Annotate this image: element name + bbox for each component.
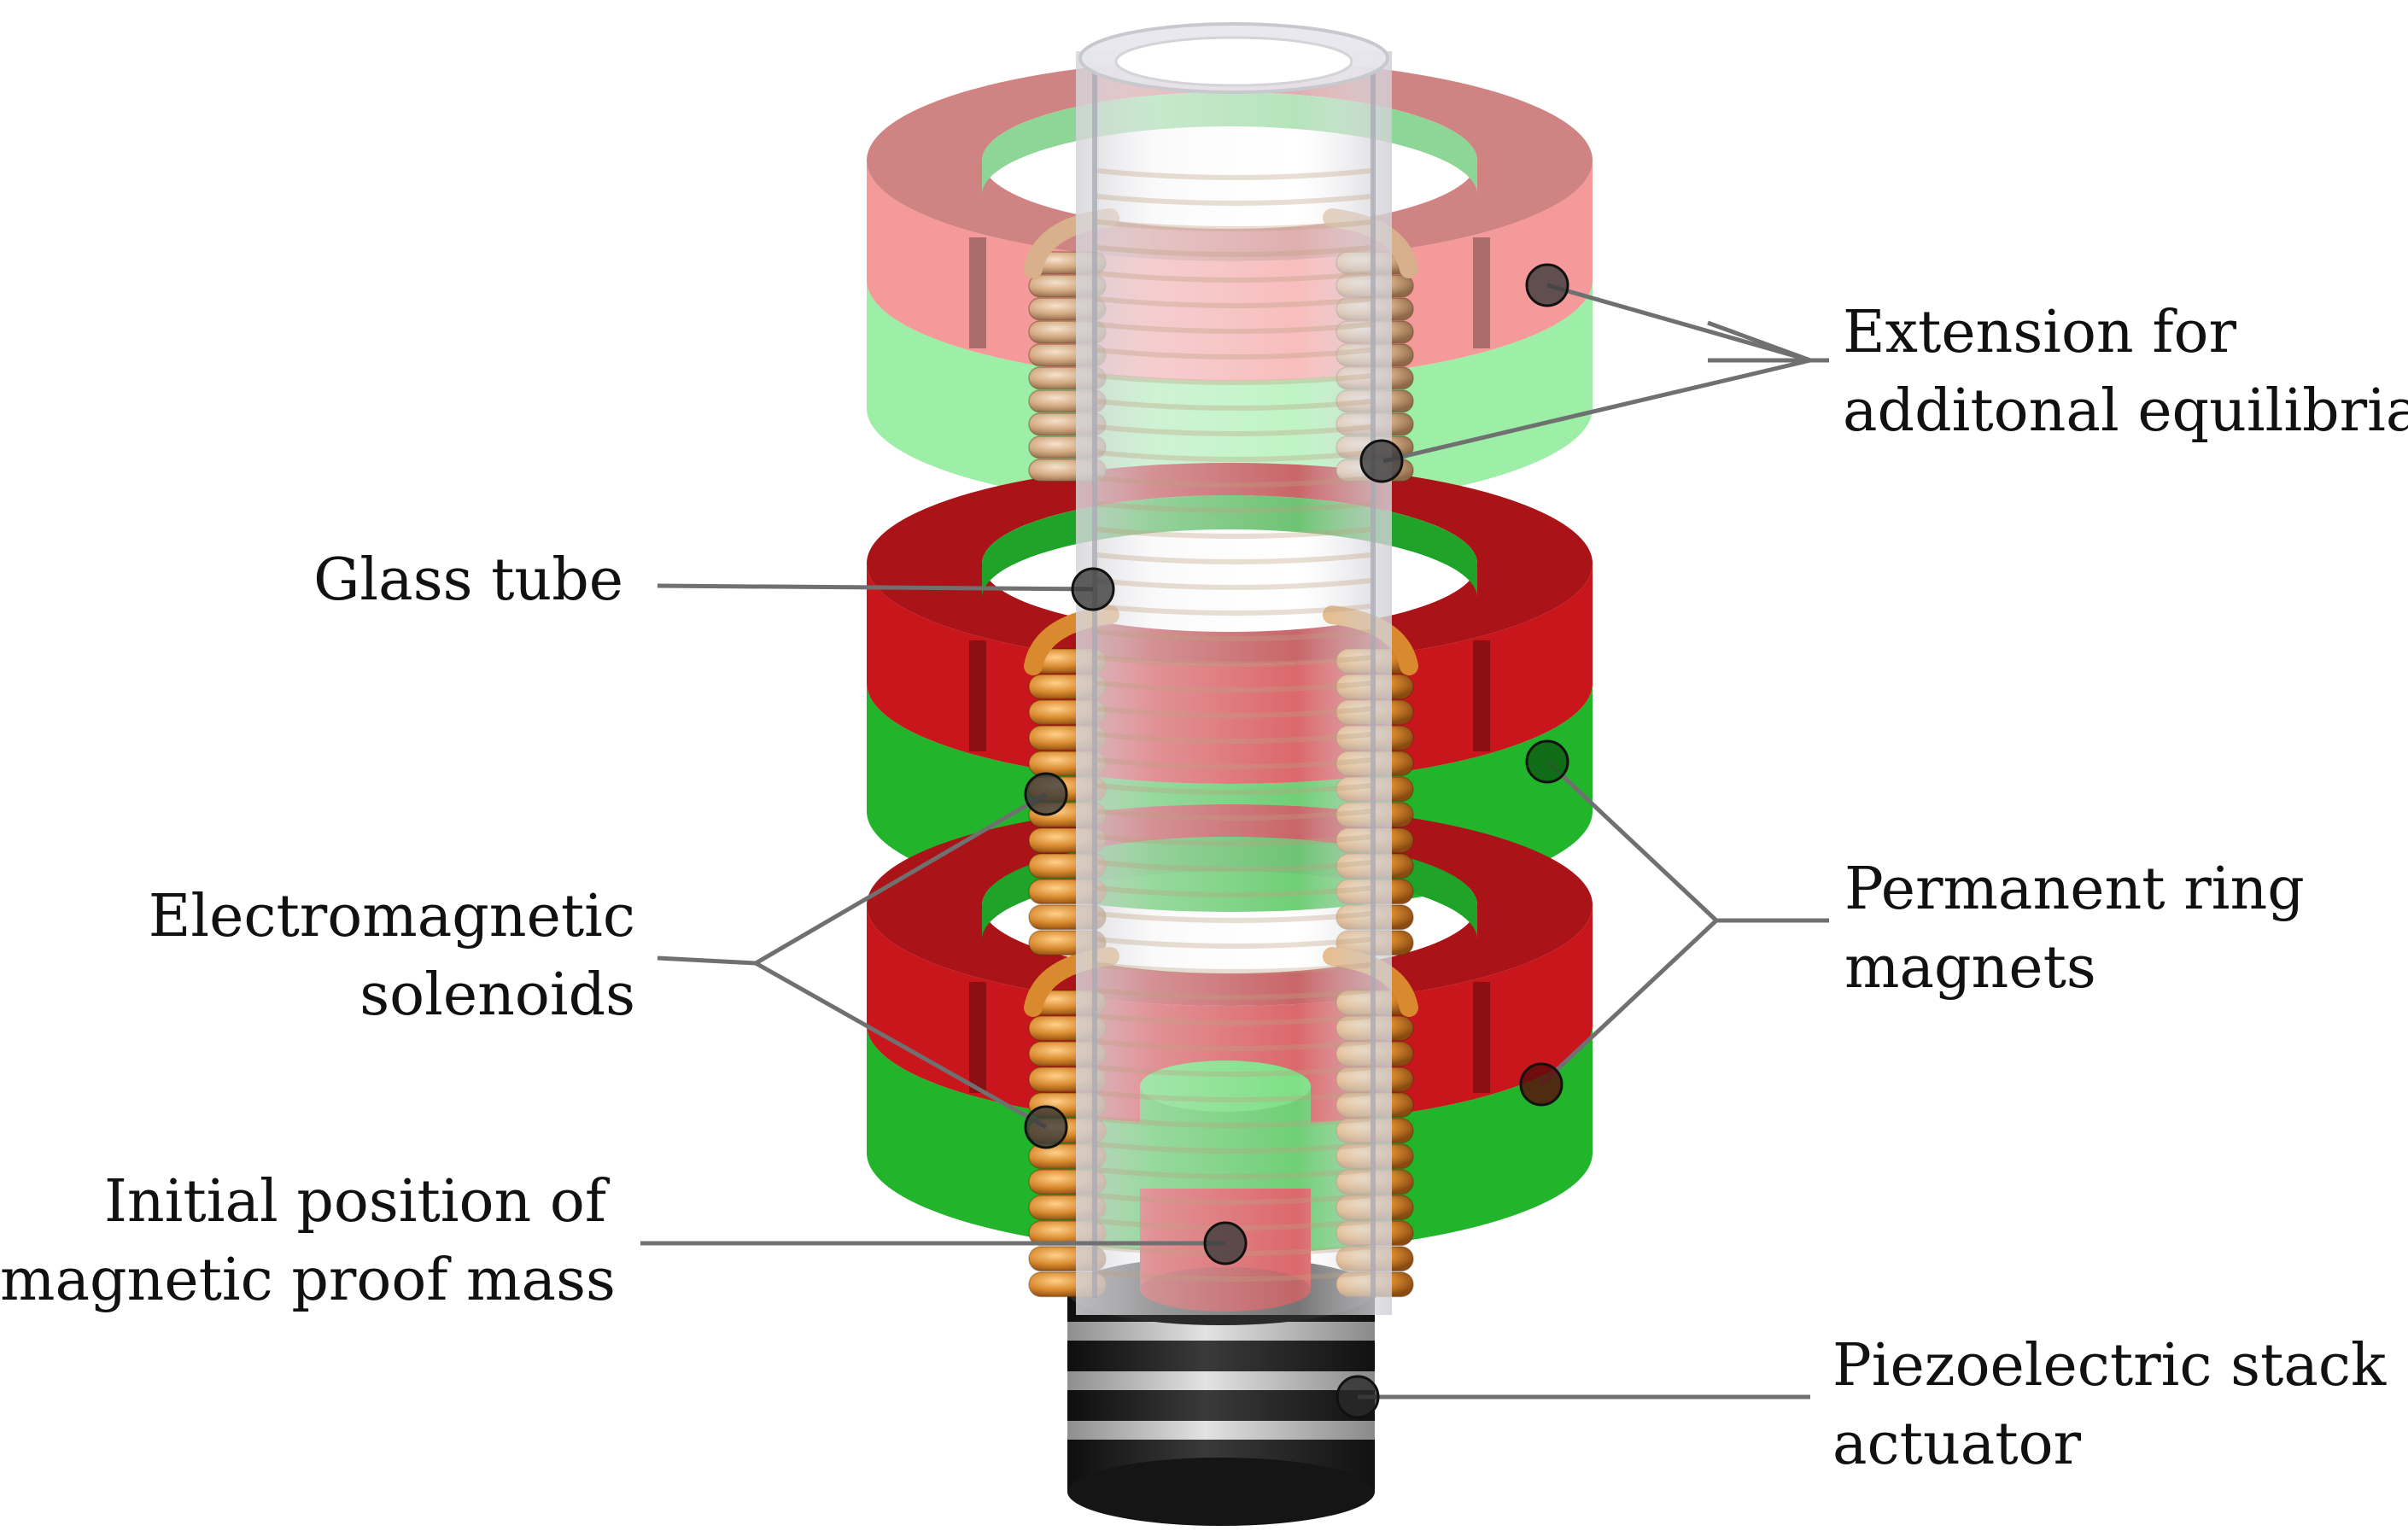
label-extension-line1: Extension for — [1843, 299, 2236, 366]
label-solenoids-line1: Electromagnetic — [148, 883, 635, 950]
leader-lines — [640, 283, 1829, 1400]
leader-extension-to-coil — [1382, 358, 1811, 464]
glass-tube-reflection — [1096, 962, 1371, 974]
marker-dots — [1024, 263, 1569, 1419]
ring-magnet-upper-top-face — [867, 463, 1593, 664]
label-ring-magnets-line1: Permanent ring — [1844, 856, 2305, 923]
extension-ring-top-face — [867, 60, 1593, 261]
glass-tube-reflection — [1096, 399, 1371, 411]
dot-marker — [1525, 263, 1569, 307]
extension-ring-cut-right-top — [1473, 237, 1490, 348]
leader-solenoid-upper — [754, 792, 1048, 966]
glass-tube-reflection — [1096, 783, 1371, 795]
glass-tube-reflection — [1096, 1090, 1371, 1102]
piezo-band — [1067, 1371, 1375, 1390]
glass-tube-reflection — [1096, 860, 1371, 872]
glass-tube-reflection — [1096, 937, 1371, 949]
leader-magnet-upper — [1546, 760, 1718, 922]
label-glass-tube: Glass tube — [282, 541, 623, 620]
label-glass-tube-line1: Glass tube — [313, 546, 623, 614]
label-ring-magnets: Permanent ring magnets — [1844, 850, 2305, 1008]
dot-marker — [1071, 567, 1115, 611]
glass-tube-reflection — [1096, 348, 1371, 359]
label-piezo: Piezoelectric stack actuator — [1832, 1327, 2386, 1484]
dot-marker — [1024, 772, 1068, 816]
glass-tube-reflection — [1096, 424, 1371, 436]
label-proof-mass: Initial position of magnetic proof mass — [0, 1163, 616, 1320]
glass-tube-reflection — [1096, 501, 1371, 513]
dot-marker — [1525, 739, 1569, 784]
dot-marker — [1336, 1375, 1380, 1419]
glass-tube-reflection — [1096, 1193, 1371, 1205]
glass-tube-reflection — [1096, 604, 1371, 616]
glass-tube-reflection — [1096, 476, 1371, 488]
glass-tube-reflection — [1096, 885, 1371, 897]
glass-tube-reflection — [1096, 194, 1371, 206]
glass-tube-reflection — [1096, 578, 1371, 590]
glass-tube-reflection — [1096, 552, 1371, 564]
glass-tube-reflection — [1096, 706, 1371, 718]
label-proof-mass-line1: Initial position of — [103, 1168, 606, 1236]
piezo-band — [1067, 1322, 1375, 1341]
ring-magnet-lower-cut-right-top — [1473, 982, 1490, 1093]
glass-tube-reflection — [1096, 296, 1371, 308]
glass-tube-reflection — [1096, 988, 1371, 1000]
glass-tube-reflection — [1096, 322, 1371, 334]
glass-tube — [1076, 22, 1392, 1315]
dot-marker — [1203, 1221, 1248, 1265]
piezo-band — [1067, 1421, 1375, 1440]
glass-tube-reflection — [1096, 1039, 1371, 1051]
glass-tube-reflection — [1096, 655, 1371, 667]
label-piezo-line2: actuator — [1832, 1411, 2082, 1478]
glass-tube-reflection — [1096, 1270, 1371, 1282]
glass-tube-reflection — [1096, 527, 1371, 539]
leader-solenoid-lower — [754, 961, 1048, 1130]
leader-solenoid-main — [657, 955, 757, 966]
glass-tube-reflection — [1096, 373, 1371, 385]
glass-tube-reflection — [1096, 450, 1371, 462]
label-piezo-line1: Piezoelectric stack — [1832, 1332, 2387, 1400]
label-extension: Extension for additonal equilibria — [1843, 294, 2408, 451]
glass-tube-reflection — [1096, 1142, 1371, 1154]
dot-marker — [1519, 1062, 1563, 1107]
glass-tube-reflection — [1096, 271, 1371, 283]
label-solenoids: Electromagnetic solenoids — [94, 878, 635, 1035]
label-proof-mass-line2: magnetic proof mass — [0, 1247, 616, 1314]
glass-tube-reflection — [1096, 1116, 1371, 1128]
glass-tube-reflection — [1096, 1014, 1371, 1026]
piezo-bottom — [1067, 1458, 1375, 1526]
glass-tube-reflection — [1096, 681, 1371, 692]
leader-glass — [657, 583, 1094, 592]
ring-magnet-lower-cut-left-top — [969, 982, 986, 1093]
ring-magnet-upper-cut-left-top — [969, 640, 986, 751]
dot-marker — [1359, 439, 1404, 483]
leader-extension-upper — [1546, 283, 1811, 363]
glass-tube-reflection — [1096, 219, 1371, 231]
glass-tube-reflection — [1096, 732, 1371, 744]
label-extension-line2: additonal equilibria — [1843, 377, 2408, 445]
glass-tube-reflection — [1096, 834, 1371, 846]
glass-tube-opening — [1114, 36, 1353, 87]
glass-tube-reflection — [1096, 1065, 1371, 1077]
glass-tube-reflection — [1096, 757, 1371, 769]
glass-tube-reflection — [1096, 245, 1371, 257]
glass-tube-reflection — [1096, 809, 1371, 821]
dot-marker — [1024, 1105, 1068, 1149]
label-solenoids-line2: solenoids — [359, 961, 635, 1029]
glass-tube-reflection — [1096, 629, 1371, 641]
glass-tube-reflection — [1096, 911, 1371, 923]
leader-magnet-lower — [1540, 919, 1718, 1086]
glass-tube-body — [1076, 51, 1392, 1315]
glass-tube-reflection — [1096, 168, 1371, 180]
ring-magnet-upper-cut-right-top — [1473, 640, 1490, 751]
label-ring-magnets-line2: magnets — [1844, 934, 2096, 1002]
extension-ring-cut-left-top — [969, 237, 986, 348]
glass-tube-reflection — [1096, 1167, 1371, 1179]
